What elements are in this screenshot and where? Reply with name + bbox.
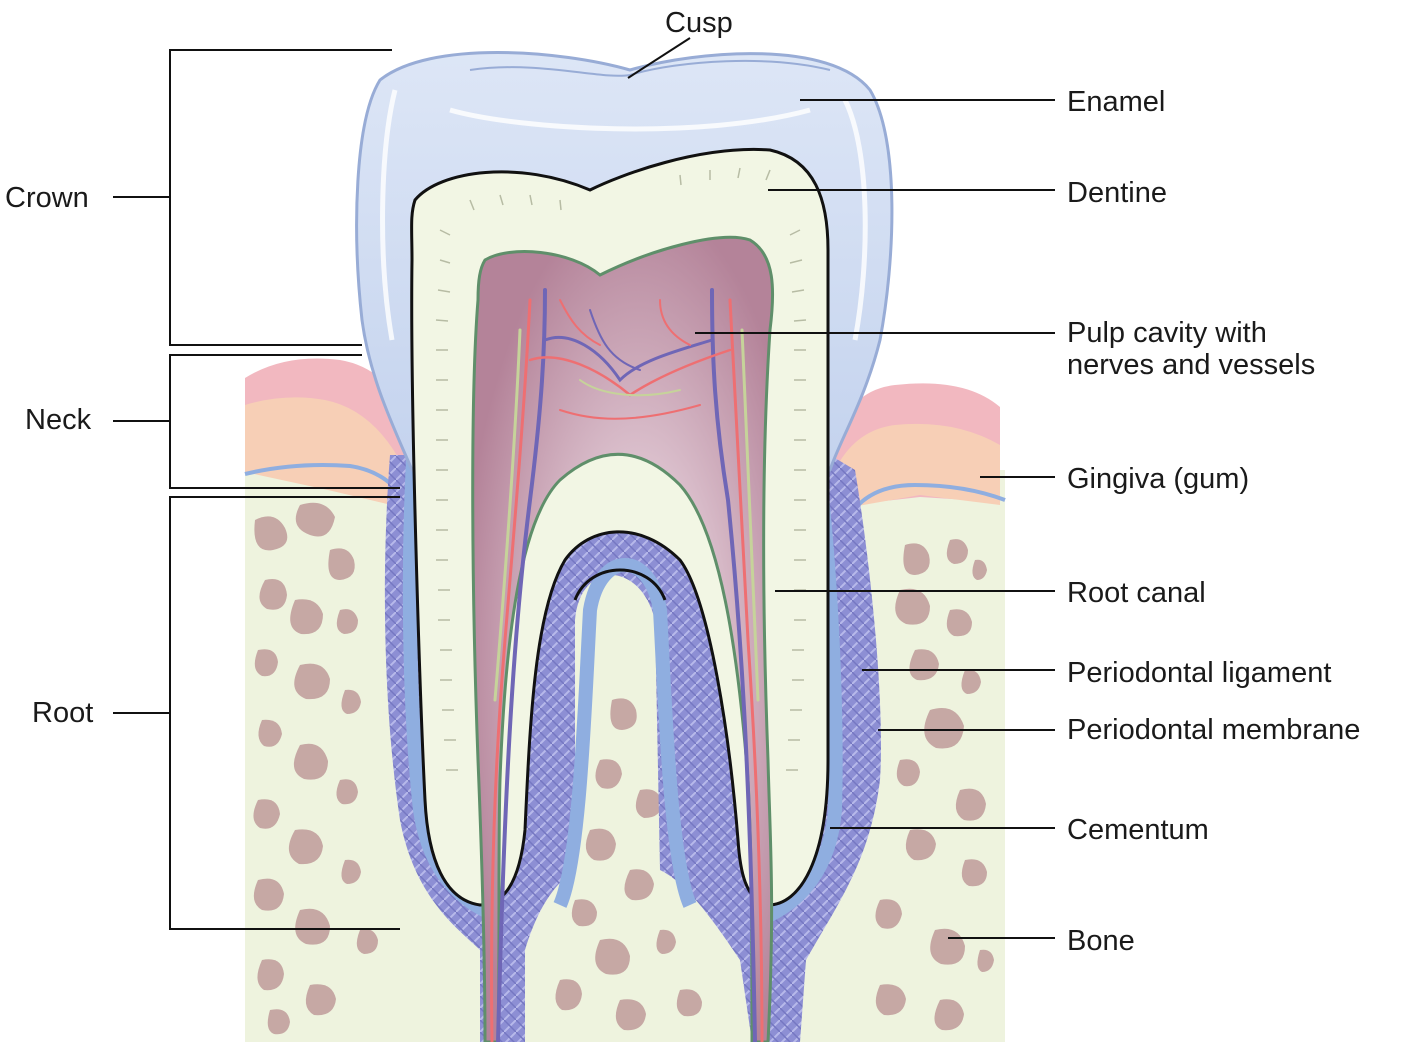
label-bone: Bone — [1067, 925, 1135, 957]
label-pulp-line1: Pulp cavity with — [1067, 317, 1267, 349]
label-cusp: Cusp — [665, 7, 733, 39]
label-root: Root — [32, 697, 93, 729]
gingiva-left — [244, 358, 418, 510]
label-cementum: Cementum — [1067, 814, 1209, 846]
leader-cusp — [627, 37, 691, 79]
leader-lines — [627, 37, 1055, 939]
label-root-canal: Root canal — [1067, 577, 1206, 609]
bone-spots — [253, 502, 994, 1035]
label-dentine: Dentine — [1067, 177, 1167, 209]
label-gingiva: Gingiva (gum) — [1067, 463, 1249, 495]
bracket-crown — [113, 49, 392, 346]
gingiva-right — [830, 383, 1006, 517]
label-pulp-line2: nerves and vessels — [1067, 349, 1315, 381]
label-crown: Crown — [5, 182, 89, 214]
bracket-root — [113, 496, 400, 930]
pulp-cavity — [471, 235, 775, 1042]
label-enamel: Enamel — [1067, 86, 1165, 118]
label-neck: Neck — [25, 404, 92, 436]
label-periodontal-membrane: Periodontal membrane — [1067, 714, 1360, 746]
label-periodontal-ligament: Periodontal ligament — [1067, 657, 1331, 689]
bracket-neck — [113, 354, 400, 489]
